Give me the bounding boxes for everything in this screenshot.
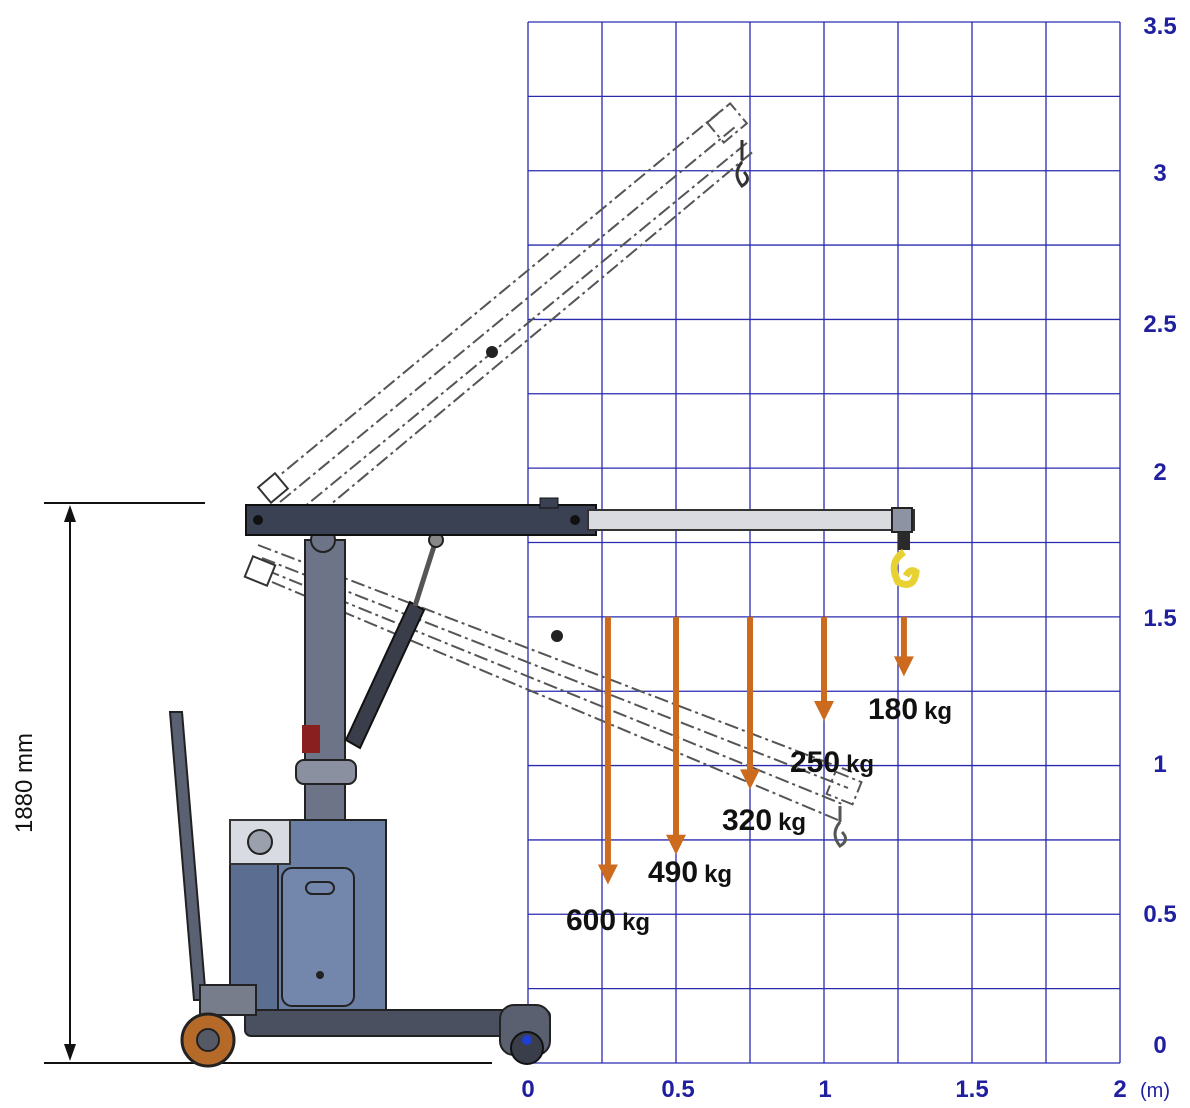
load-180-arrow [893, 616, 914, 677]
y-tick-1: 1 [1153, 751, 1166, 778]
y-tick-0: 0 [1153, 1032, 1166, 1059]
load-320-unit: kg [778, 809, 806, 836]
load-180-value: 180 [868, 693, 918, 726]
x-tick-1: 1 [818, 1076, 831, 1103]
load-320-value: 320 [722, 804, 772, 837]
horizontal-boom [245, 497, 915, 536]
load-600-arrow [597, 616, 618, 885]
hydraulic-cylinder [344, 532, 444, 750]
height-dimension-label: 1880 mm [11, 733, 38, 833]
raised-hook-icon [735, 140, 749, 188]
tow-handle-icon [168, 711, 257, 1068]
front-wheel-icon [510, 1031, 544, 1065]
load-250-arrow [814, 616, 834, 721]
hydraulic-pump-icon [247, 829, 273, 855]
y-axis-ticks: 3.5 3 2.5 2 1.5 1 0.5 0 [1143, 13, 1176, 1059]
x-axis-unit: (m) [1140, 1080, 1170, 1102]
load-250-value: 250 [790, 746, 840, 779]
load-490-arrow [666, 616, 686, 855]
crane-base [244, 1004, 551, 1065]
raised-boom [267, 101, 756, 531]
crane-illustration [168, 101, 920, 1068]
y-tick-1.5: 1.5 [1143, 605, 1176, 632]
crane-body [229, 819, 387, 1011]
load-600-unit: kg [622, 909, 650, 936]
load-180-unit: kg [924, 698, 952, 725]
load-250-unit: kg [846, 751, 874, 778]
load-490-value: 490 [648, 856, 698, 889]
x-axis-ticks: 0 0.5 1 1.5 2 (m) [521, 1076, 1170, 1103]
x-tick-0.5: 0.5 [661, 1076, 694, 1103]
lowered-hook-icon [833, 806, 847, 848]
load-600-value: 600 [566, 904, 616, 937]
crane-mast [295, 527, 357, 821]
load-320-arrow [740, 616, 760, 790]
load-arrows [597, 616, 914, 885]
x-tick-0: 0 [521, 1076, 534, 1103]
x-tick-1.5: 1.5 [955, 1076, 988, 1103]
hook-icon [890, 532, 920, 588]
x-tick-2: 2 [1113, 1076, 1126, 1103]
y-tick-2.5: 2.5 [1143, 311, 1176, 338]
y-tick-3.5: 3.5 [1143, 13, 1176, 40]
y-tick-0.5: 0.5 [1143, 901, 1176, 928]
y-tick-3: 3 [1153, 160, 1166, 187]
load-grid [527, 21, 1121, 1064]
height-dimension: 1880 mm [11, 502, 492, 1064]
y-tick-2: 2 [1153, 459, 1166, 486]
load-490-unit: kg [704, 861, 732, 888]
